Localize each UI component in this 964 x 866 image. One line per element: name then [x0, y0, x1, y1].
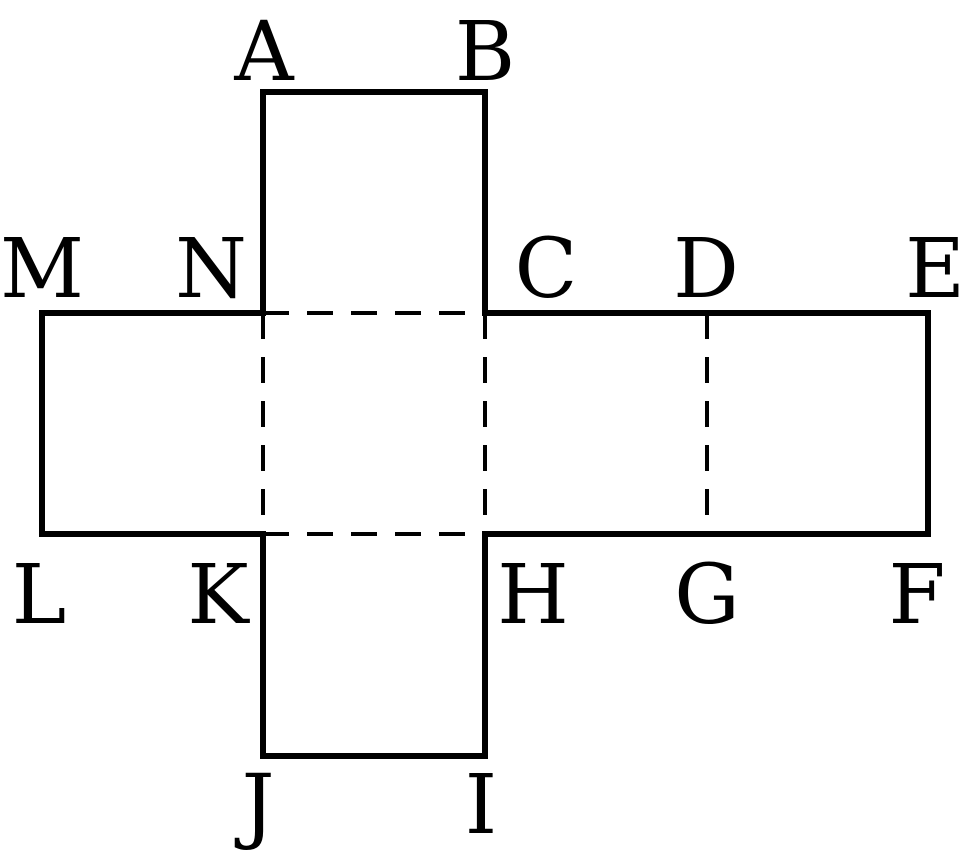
vertex-label-e: E: [905, 222, 964, 317]
vertex-label-g: G: [674, 548, 740, 643]
vertex-label-i: I: [465, 758, 497, 853]
vertex-label-n: N: [175, 222, 247, 317]
vertex-label-k: K: [187, 548, 250, 643]
vertex-label-h: H: [497, 548, 569, 643]
vertex-label-f: F: [889, 548, 946, 643]
vertex-label-l: L: [12, 548, 66, 643]
vertex-label-d: D: [673, 222, 739, 317]
vertex-label-j: J: [235, 758, 275, 853]
vertex-label-m: M: [0, 222, 84, 317]
vertex-label-c: C: [515, 222, 578, 317]
vertex-label-a: A: [233, 5, 295, 100]
vertex-label-b: B: [455, 5, 515, 100]
